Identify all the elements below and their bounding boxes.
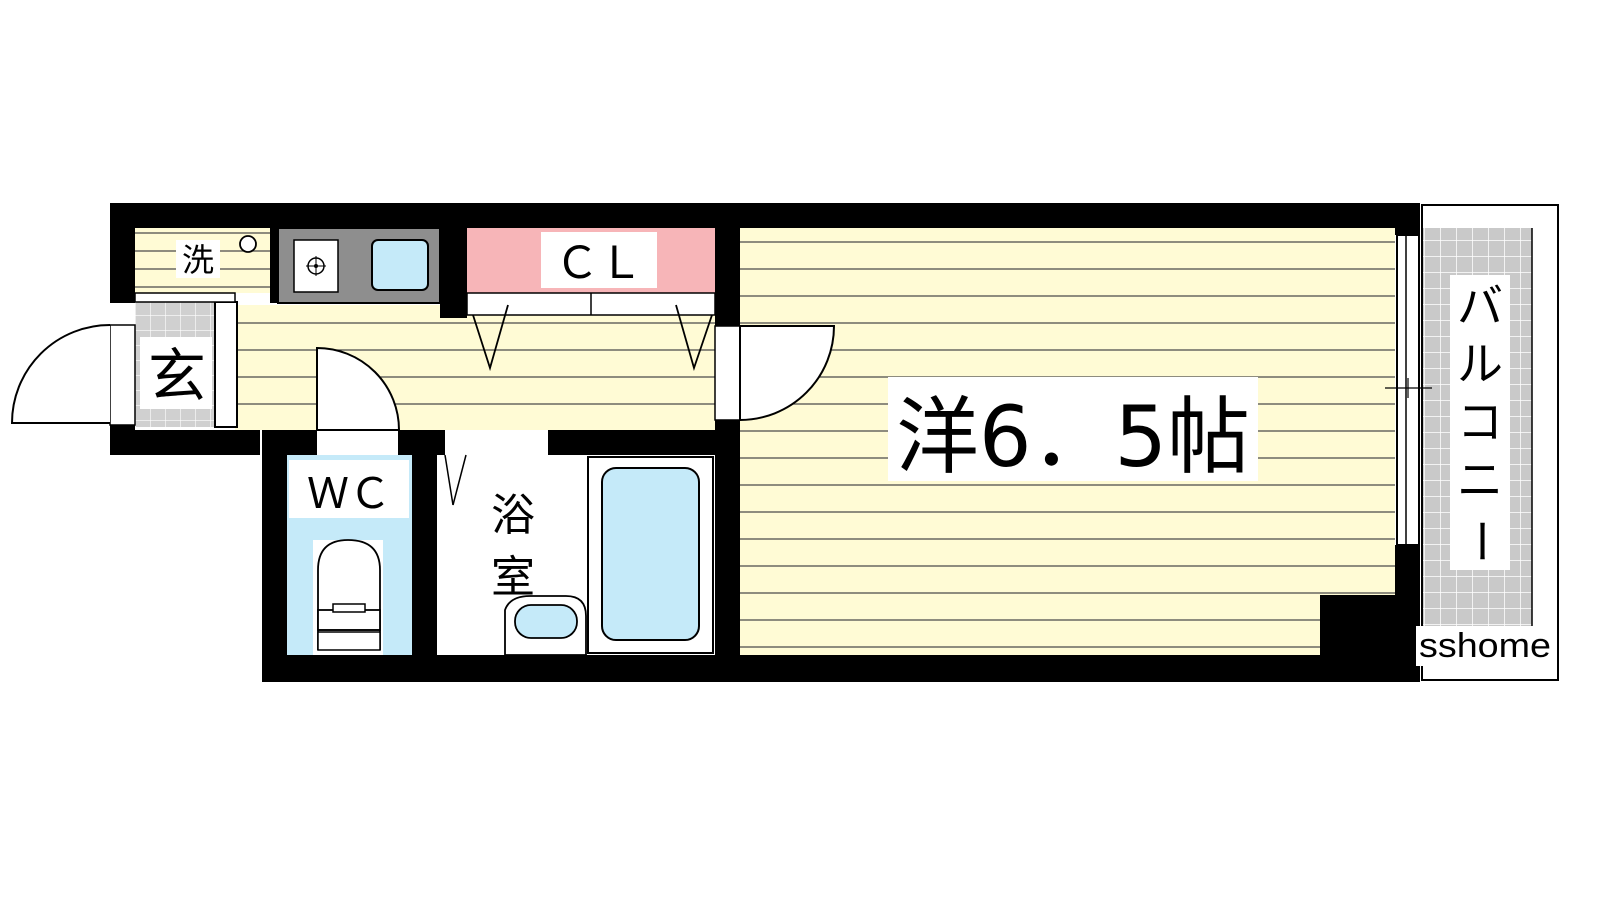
- walls: [110, 203, 1420, 682]
- bath-label-1: 浴: [491, 490, 535, 541]
- main-room-door: [714, 325, 836, 422]
- balcony-label: バ ル コ ニ ー: [1454, 279, 1508, 564]
- sink-icon: [371, 239, 429, 291]
- balcony-outline: [1421, 204, 1559, 681]
- main-room-label: 洋6．5帖: [896, 388, 1250, 486]
- balcony-char-1: バ: [1457, 279, 1503, 333]
- closet-label: ＣＬ: [555, 238, 643, 289]
- entrance-label: 玄: [148, 342, 206, 410]
- closet-doors: [472, 304, 713, 372]
- balcony-char-4: ニ: [1457, 453, 1503, 507]
- laundry-label: 洗: [182, 241, 214, 279]
- entrance-step: [214, 301, 238, 428]
- bath-door: [444, 430, 548, 506]
- bathtub-icon: [587, 456, 714, 654]
- balcony-char-3: コ: [1457, 395, 1503, 449]
- balcony-window: [1385, 234, 1432, 546]
- entrance-door: [10, 324, 136, 426]
- toilet-label: ＷＣ: [307, 469, 391, 518]
- toilet-icon: [313, 539, 383, 655]
- corridor-floor: [235, 305, 715, 430]
- watermark-text: sshome: [1419, 627, 1551, 665]
- bath-label-2: 室: [491, 552, 535, 603]
- washbasin-icon: [504, 595, 587, 656]
- balcony-char-2: ル: [1457, 337, 1503, 391]
- toilet-door: [316, 346, 401, 455]
- washer-symbol: [239, 235, 257, 253]
- balcony-char-5: ー: [1454, 518, 1508, 564]
